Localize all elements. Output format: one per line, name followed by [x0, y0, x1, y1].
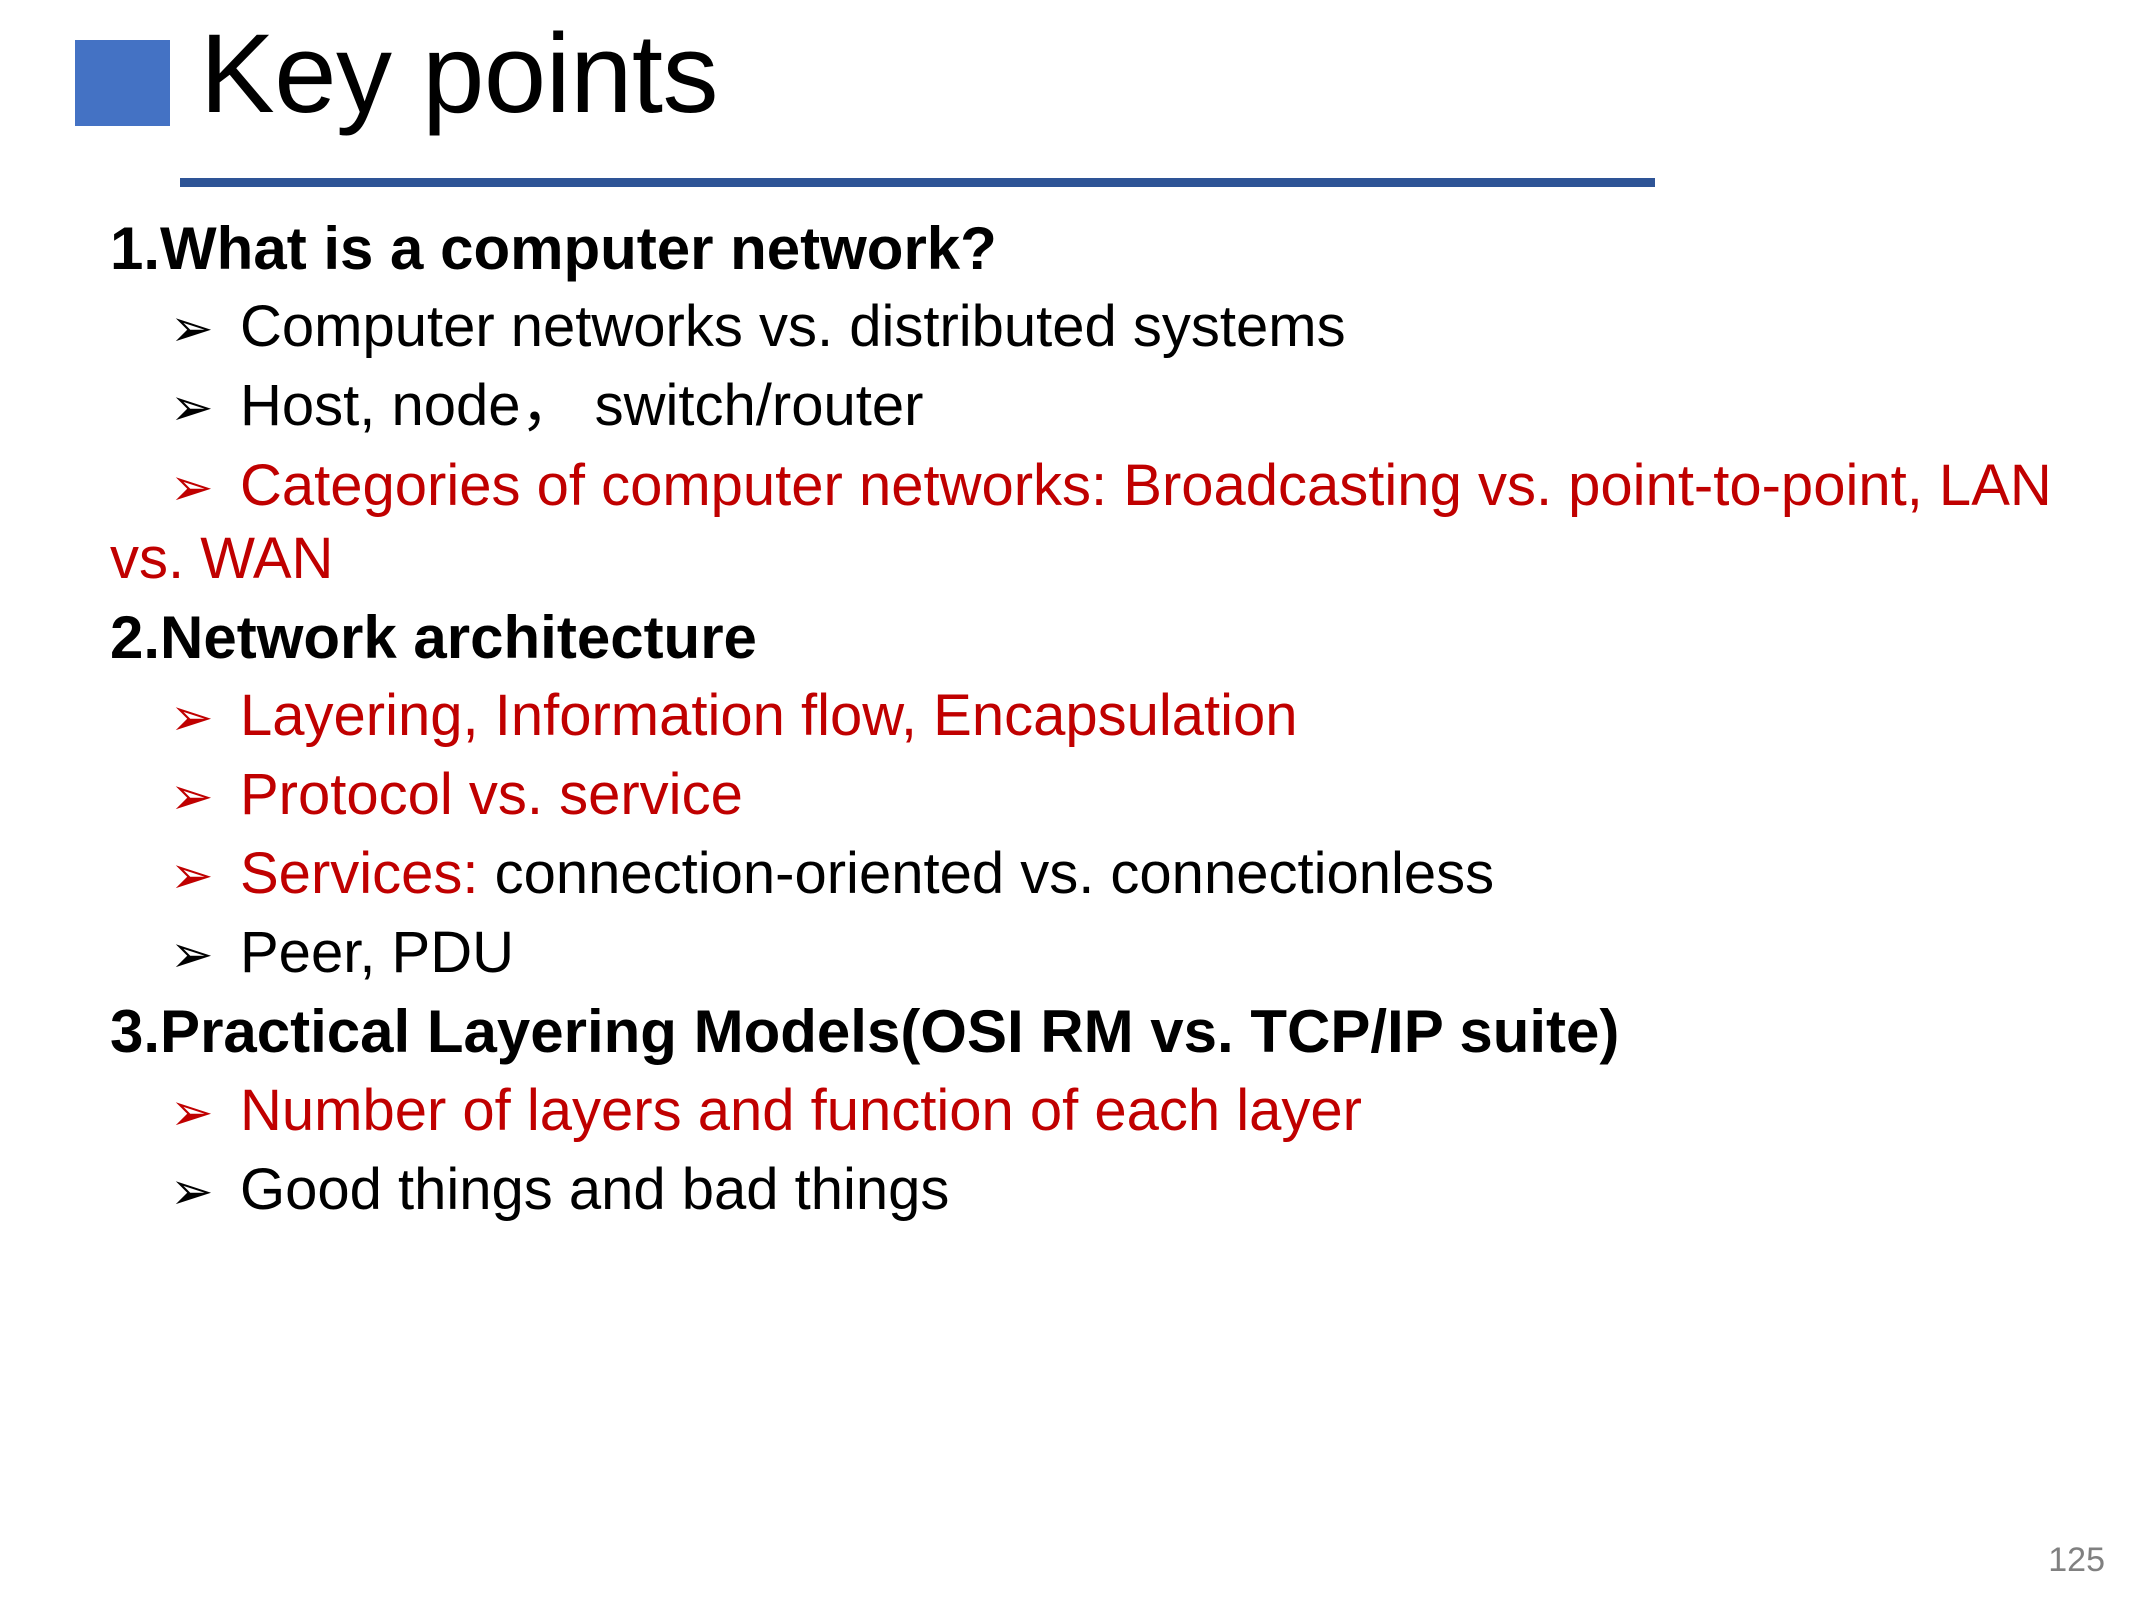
- list-item: ➢ Computer networks vs. distributed syste…: [110, 290, 2100, 363]
- outline-item-3: 3.Practical Layering Models(OSI RM vs. T…: [110, 995, 2100, 1069]
- outline-item-3-number: 3.: [110, 998, 161, 1066]
- list-item-label-emphasis: Services:: [240, 841, 479, 907]
- arrow-bullet-icon: ➢: [170, 458, 214, 517]
- outline-item-3-heading: Practical Layering Models(OSI RM vs. TCP…: [160, 998, 1620, 1066]
- outline-item-2-heading: Network architecture: [160, 603, 757, 671]
- arrow-bullet-icon: ➢: [170, 768, 214, 827]
- list-item: ➢ Services: connection-oriented vs. conne…: [110, 837, 2100, 910]
- arrow-bullet-icon: ➢: [170, 926, 214, 985]
- outline-item-2-number: 2.: [110, 603, 161, 671]
- list-item: ➢ Layering, Information flow, Encapsulati…: [110, 679, 2100, 752]
- outline-item-2: 2.Network architecture: [110, 601, 2100, 675]
- outline-body: 1.What is a computer network? ➢ Computer …: [110, 212, 2100, 1232]
- outline-item-1-heading: What is a computer network?: [160, 215, 997, 282]
- arrow-bullet-icon: ➢: [170, 300, 214, 359]
- title-accent-square: [75, 40, 170, 126]
- arrow-bullet-icon: ➢: [170, 689, 214, 748]
- outline-item-1: 1.What is a computer network?: [110, 212, 2100, 286]
- list-item-label: Computer networks vs. distributed system…: [240, 294, 1346, 360]
- list-item-label: Layering, Information flow, Encapsulatio…: [240, 683, 1298, 749]
- page-number: 125: [2048, 1541, 2105, 1579]
- page-title: Key points: [200, 11, 718, 136]
- list-item-label: Categories of computer networks: Broadca…: [110, 452, 2052, 591]
- list-item: ➢ Number of layers and function of each l…: [110, 1074, 2100, 1147]
- arrow-bullet-icon: ➢: [170, 847, 214, 906]
- list-item: ➢ Peer, PDU: [110, 916, 2100, 989]
- arrow-bullet-icon: ➢: [170, 379, 214, 438]
- arrow-bullet-icon: ➢: [170, 1162, 214, 1221]
- outline-item-1-number: 1.: [110, 215, 161, 282]
- list-item: ➢ Protocol vs. service: [110, 758, 2100, 831]
- list-item-label: Protocol vs. service: [240, 762, 743, 828]
- title-divider: [180, 178, 1655, 187]
- list-item-label: Good things and bad things: [240, 1156, 950, 1222]
- list-item: ➢ Host, node， switch/router: [110, 369, 2100, 442]
- list-item: ➢ Good things and bad things: [110, 1153, 2100, 1226]
- list-item-label: connection-oriented vs. connectionless: [478, 841, 1495, 907]
- list-item: ➢Categories of computer networks: Broadc…: [110, 449, 2100, 595]
- list-item-label: Host, node， switch/router: [240, 373, 924, 439]
- list-item-label: Peer, PDU: [240, 920, 514, 986]
- list-item-label: Number of layers and function of each la…: [240, 1077, 1362, 1143]
- arrow-bullet-icon: ➢: [170, 1083, 214, 1142]
